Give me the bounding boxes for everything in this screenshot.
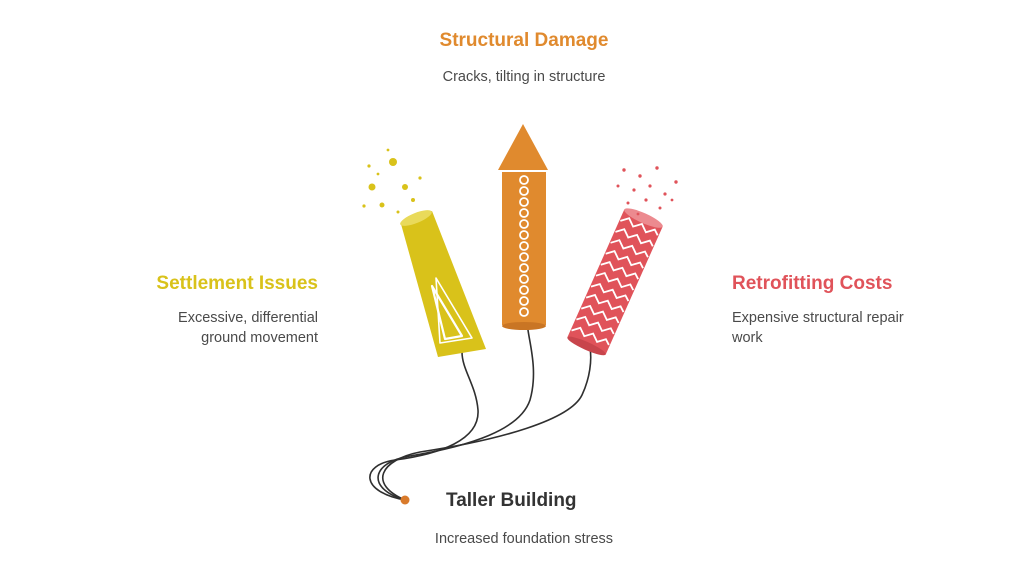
fuse-origin-dot-icon (400, 495, 410, 505)
settlement-issues-title: Settlement Issues (156, 273, 318, 294)
red-sparks-icon (616, 166, 678, 216)
retrofitting-costs-description: Expensive structural repair work (732, 308, 982, 348)
retrofitting-costs-description-line2: work (732, 330, 763, 346)
taller-building-title: Taller Building (446, 490, 577, 511)
retrofitting-costs-title: Retrofitting Costs (732, 273, 893, 294)
settlement-issues-description-line2: ground movement (201, 330, 318, 346)
taller-building-description: Increased foundation stress (434, 531, 614, 547)
orange-rocket-icon (498, 124, 548, 330)
structural-damage-description: Cracks, tilting in structure (442, 69, 606, 85)
fuse-wires-icon (369, 329, 592, 501)
red-zigzag-firework-icon (567, 208, 663, 356)
settlement-issues-description-line1: Excessive, differential (178, 310, 318, 326)
yellow-sparks-icon (362, 148, 422, 214)
yellow-firework-cone-icon (400, 210, 486, 357)
structural-damage-title: Structural Damage (439, 30, 609, 51)
settlement-issues-description: Excessive, differential ground movement (90, 308, 318, 348)
retrofitting-costs-description-line1: Expensive structural repair (732, 310, 904, 326)
